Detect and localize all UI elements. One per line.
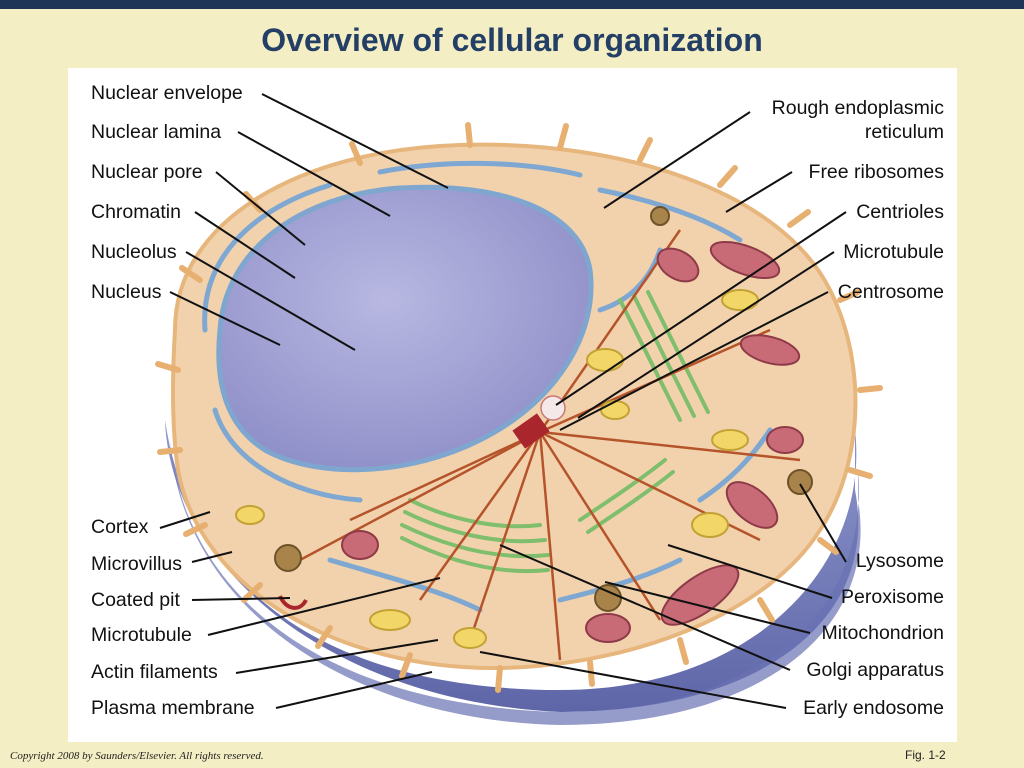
label-chromatin: Chromatin [91, 201, 181, 223]
golgi-apparatus [400, 290, 710, 574]
label-peroxisome: Peroxisome [841, 586, 944, 608]
label-nucleus: Nucleus [91, 281, 162, 303]
mitochondria [341, 240, 804, 643]
label-lysosome: Lysosome [855, 550, 944, 572]
label-rough-er-line1: Rough endoplasmic [771, 97, 944, 119]
label-early-endosome: Early endosome [803, 697, 944, 719]
label-actin-filaments: Actin filaments [91, 661, 218, 683]
label-nuclear-envelope: Nuclear envelope [91, 82, 243, 104]
label-free-ribosomes: Free ribosomes [808, 161, 944, 183]
microvilli [155, 122, 883, 693]
label-plasma-membrane: Plasma membrane [91, 697, 255, 719]
label-golgi-apparatus: Golgi apparatus [806, 659, 944, 681]
label-nucleolus: Nucleolus [91, 241, 177, 263]
slide-title: Overview of cellular organization [261, 22, 763, 58]
label-nuclear-pore: Nuclear pore [91, 161, 203, 183]
label-centrosome: Centrosome [837, 281, 944, 303]
label-microvillus: Microvillus [91, 553, 183, 575]
label-rough-er-line2: reticulum [864, 121, 944, 143]
leader-lines-right [479, 111, 847, 709]
label-centrioles: Centrioles [856, 201, 944, 223]
copyright-notice: Copyright 2008 by Saunders/Elsevier. All… [10, 750, 264, 762]
label-nuclear-lamina: Nuclear lamina [91, 121, 222, 143]
label-cortex: Cortex [91, 516, 149, 538]
label-mitochondrion: Mitochondrion [821, 622, 944, 644]
label-microtubule-left: Microtubule [91, 624, 192, 646]
leader-lines-left [159, 93, 449, 709]
label-coated-pit: Coated pit [91, 589, 180, 611]
rough-er [202, 160, 773, 613]
figure-label: Fig. 1-2 [905, 748, 946, 762]
label-microtubule-right: Microtubule [843, 241, 944, 263]
nucleus [216, 184, 594, 473]
top-bar [0, 0, 1024, 9]
